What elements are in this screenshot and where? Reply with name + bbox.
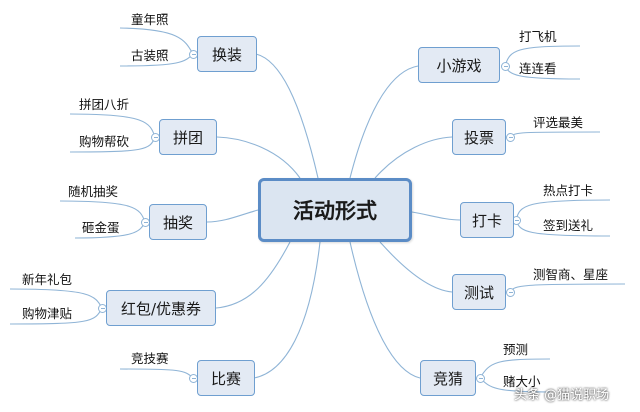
connector-minigame-leaf-1 bbox=[504, 45, 581, 67]
connector-checkin-leaf-1 bbox=[515, 199, 611, 221]
leaf-coupon-1: 新年礼包 bbox=[22, 272, 73, 287]
leaf-minigame-1: 打飞机 bbox=[519, 29, 557, 44]
root-node[interactable]: 活动形式 bbox=[258, 178, 412, 242]
leaf-lottery-2: 砸金蛋 bbox=[82, 220, 120, 235]
connector-group bbox=[216, 136, 301, 179]
leaf-checkin-2: 签到送礼 bbox=[543, 218, 594, 233]
connector-test bbox=[379, 241, 453, 293]
connector-group-leaf-1 bbox=[69, 113, 156, 138]
leaf-dress-2: 古装照 bbox=[131, 48, 169, 63]
connector-coupon bbox=[215, 241, 291, 309]
collapse-toggle-minigame[interactable] bbox=[501, 62, 510, 71]
connector-guess-leaf-1 bbox=[479, 358, 551, 379]
branch-node-vote[interactable]: 投票 bbox=[452, 119, 506, 155]
branch-node-guess[interactable]: 竞猜 bbox=[420, 360, 476, 396]
branch-node-checkin[interactable]: 打卡 bbox=[460, 202, 514, 238]
connector-contest-leaf-1 bbox=[119, 368, 194, 379]
collapse-toggle-test[interactable] bbox=[506, 288, 515, 297]
connector-lottery bbox=[206, 209, 259, 223]
connector-vote-leaf-1 bbox=[509, 131, 601, 138]
leaf-vote-1: 评选最美 bbox=[533, 115, 584, 130]
branch-node-minigame[interactable]: 小游戏 bbox=[418, 47, 500, 83]
leaf-minigame-2: 连连看 bbox=[519, 61, 557, 76]
branch-node-dress[interactable]: 换装 bbox=[197, 36, 257, 72]
collapse-toggle-guess[interactable] bbox=[476, 374, 485, 383]
branch-node-coupon[interactable]: 红包/优惠券 bbox=[106, 290, 216, 326]
connector-dress bbox=[255, 53, 319, 179]
collapse-toggle-vote[interactable] bbox=[506, 133, 515, 142]
connector-minigame bbox=[349, 65, 419, 179]
connector-vote bbox=[374, 136, 453, 179]
leaf-lottery-1: 随机抽奖 bbox=[68, 184, 119, 199]
branch-node-contest[interactable]: 比赛 bbox=[197, 360, 255, 396]
leaf-checkin-1: 热点打卡 bbox=[543, 183, 594, 198]
connector-test-leaf-1 bbox=[509, 283, 626, 293]
leaf-group-1: 拼团八折 bbox=[79, 97, 130, 112]
leaf-group-2: 购物帮砍 bbox=[79, 134, 130, 149]
leaf-guess-1: 预测 bbox=[503, 342, 529, 357]
leaf-test-1: 测智商、星座 bbox=[533, 267, 609, 282]
connector-guess bbox=[349, 241, 421, 379]
branch-node-test[interactable]: 测试 bbox=[452, 274, 506, 310]
connector-contest bbox=[253, 241, 321, 379]
connector-checkin bbox=[411, 211, 461, 221]
leaf-coupon-2: 购物津贴 bbox=[22, 306, 73, 321]
leaf-dress-1: 童年照 bbox=[131, 12, 169, 27]
branch-node-group[interactable]: 拼团 bbox=[159, 119, 217, 155]
connector-lottery-leaf-1 bbox=[59, 200, 146, 223]
branch-node-lottery[interactable]: 抽奖 bbox=[149, 204, 207, 240]
leaf-contest-1: 竞技赛 bbox=[131, 351, 169, 366]
watermark: 头条 @猫说职场 bbox=[514, 388, 610, 403]
connector-dress-leaf-1 bbox=[119, 27, 194, 55]
leaf-guess-2: 赌大小 bbox=[503, 374, 541, 389]
